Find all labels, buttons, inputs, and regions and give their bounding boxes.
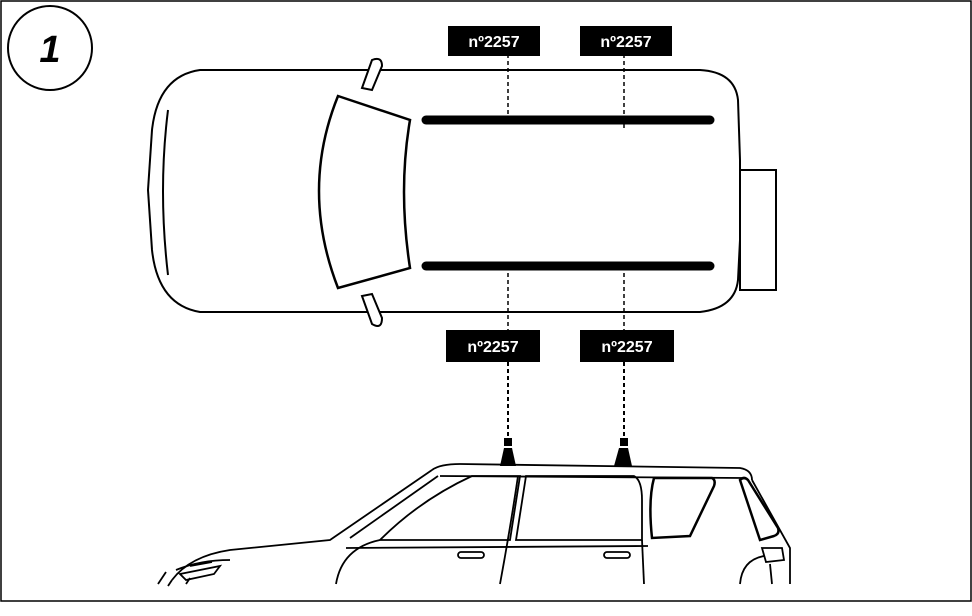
car-top-mirror-right: [360, 292, 384, 327]
rack-foot-right: [614, 448, 632, 466]
label-bottom-left-box: [446, 330, 540, 362]
guide-lines-down: [507, 362, 625, 438]
car-side-front-arch: [335, 539, 381, 585]
car-side-rear-arch: [739, 555, 773, 585]
car-top-body: [146, 69, 741, 313]
rack-foot-left: [500, 448, 516, 466]
rack-feet: [500, 438, 632, 466]
label-bottom-right: nº2257: [580, 330, 674, 362]
step-number: 1: [39, 29, 60, 71]
label-top-right-box: [580, 26, 672, 56]
rack-foot-right-block: [620, 438, 628, 446]
label-bottom-right-text: nº2257: [601, 339, 652, 356]
car-top-view: [146, 57, 777, 327]
car-side-bpillar-lower: [641, 539, 645, 585]
car-side-quarter-window: [649, 476, 716, 540]
car-top-windshield: [317, 94, 412, 290]
car-side-rear-light: [760, 547, 786, 563]
car-side-view: [157, 463, 791, 587]
step-badge-circle: [7, 5, 93, 91]
car-side-front-fender: [167, 559, 231, 587]
car-side-rear-body: [751, 479, 791, 584]
car-side-door-handle-front: [457, 551, 485, 559]
car-side-roof: [431, 463, 753, 481]
car-side-front-window: [377, 475, 522, 541]
roof-rails: [421, 115, 715, 271]
diagram-border: [0, 0, 972, 602]
car-side-front-bumper: [157, 571, 191, 585]
step-badge: 1: [7, 5, 93, 91]
label-top-left-text: nº2257: [468, 34, 519, 51]
label-bottom-left: nº2257: [446, 330, 540, 362]
car-side-door-handle-rear: [603, 551, 631, 559]
label-bottom-left-text: nº2257: [467, 339, 518, 356]
label-top-left: nº2257: [448, 26, 540, 56]
guide-lines-top: [507, 54, 625, 330]
car-side-windshield: [171, 469, 433, 581]
car-top-hood-line: [162, 109, 169, 276]
label-top-right: nº2257: [580, 26, 672, 56]
car-side-rear-window: [514, 475, 643, 541]
car-side-headlight: [178, 564, 223, 581]
car-side-a-pillar: [349, 475, 439, 539]
label-bottom-right-box: [580, 330, 674, 362]
car-side-door-line: [499, 475, 519, 585]
car-top-mirror-left: [360, 57, 384, 92]
car-top-rear-box: [739, 169, 777, 291]
label-top-left-box: [448, 26, 540, 56]
rack-foot-left-block: [504, 438, 512, 446]
car-side-rear-pillar-window: [738, 476, 780, 542]
car-side-belt-line: [345, 545, 649, 549]
label-top-right-text: nº2257: [600, 34, 651, 51]
